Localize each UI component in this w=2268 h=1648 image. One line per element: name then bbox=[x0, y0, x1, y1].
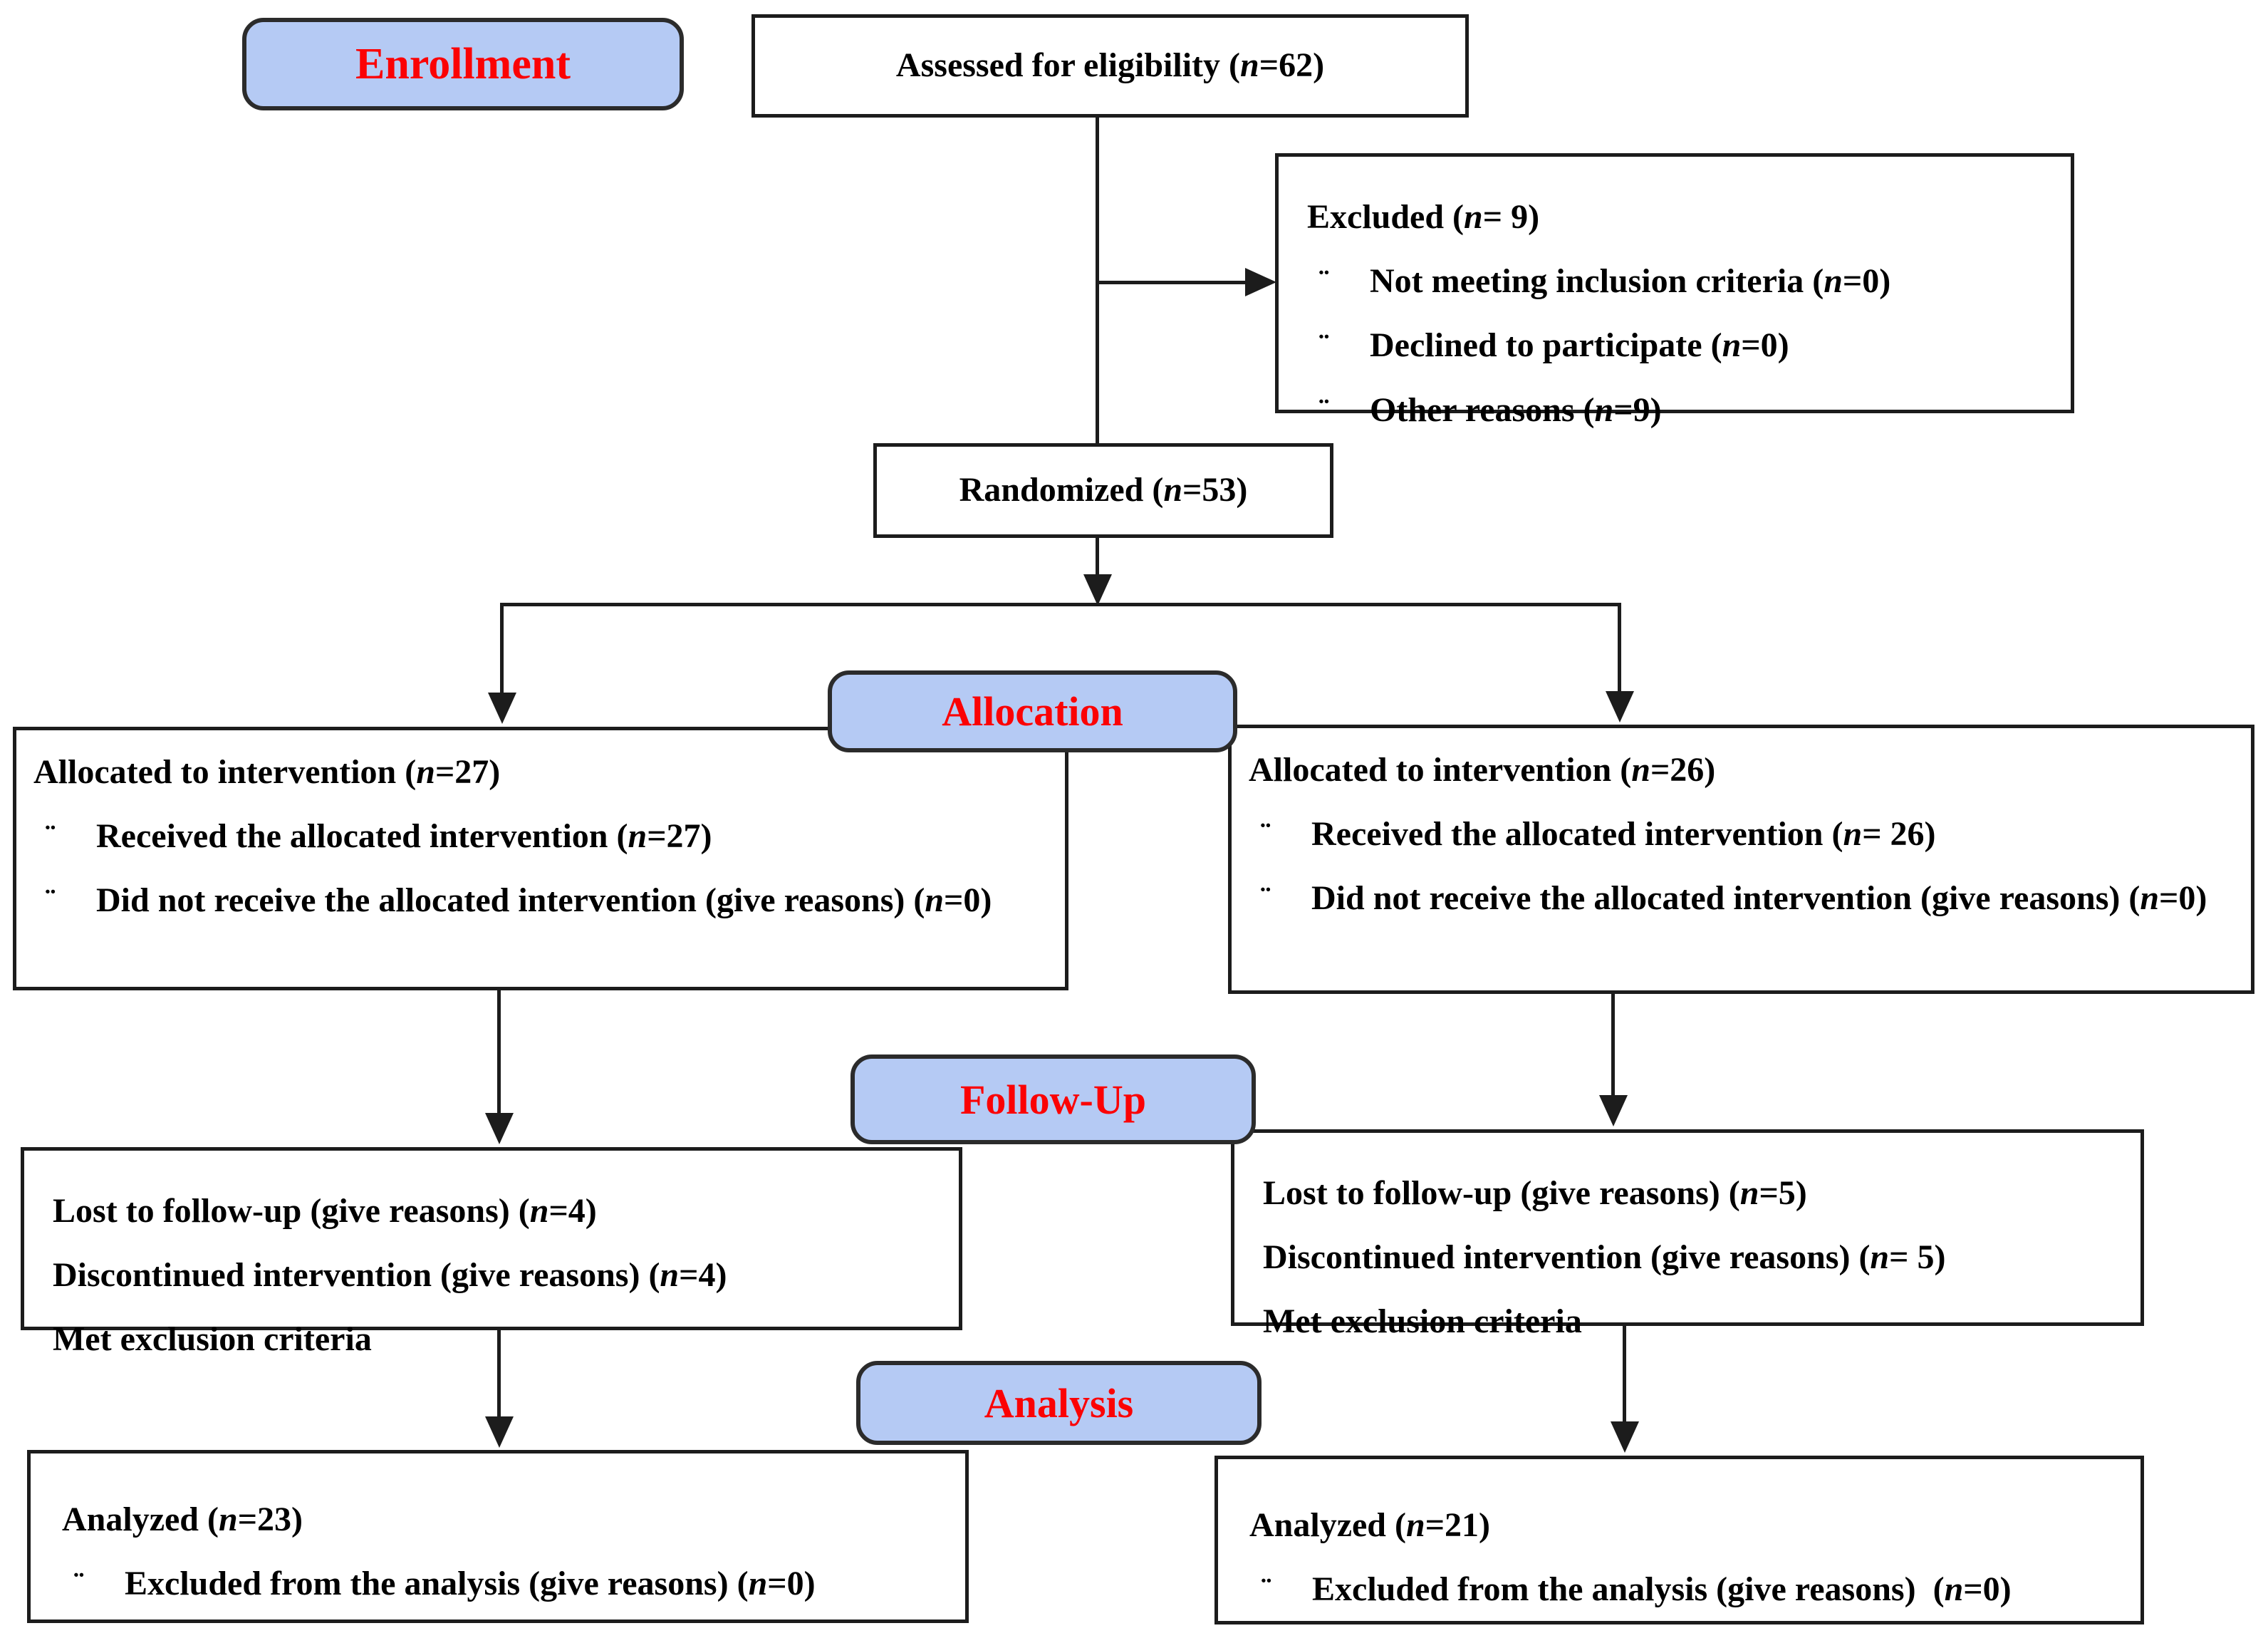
line-text: Excluded (n= 9) bbox=[1307, 198, 1540, 236]
connector-alloc-to-fu-left bbox=[497, 990, 501, 1115]
bullet-marker: ¨ bbox=[1318, 327, 1330, 364]
text-line: Discontinued intervention (give reasons)… bbox=[53, 1243, 937, 1307]
text-line: ¨ Received the allocated intervention (n=… bbox=[1249, 802, 2230, 866]
text-line: Met exclusion criteria bbox=[1263, 1290, 2119, 1354]
box-allocated-right-text: Allocated to intervention (n=26) ¨ Receive… bbox=[1232, 728, 2251, 931]
text-line: ¨ Did not receive the allocated intervent… bbox=[1249, 866, 2230, 931]
line-text: Excluded from the analysis (give reasons… bbox=[125, 1565, 816, 1603]
box-randomized: Randomized (n=53) bbox=[873, 443, 1333, 538]
text-line: ¨ Did not receive the allocated intervent… bbox=[33, 869, 1044, 933]
connector-assessed-to-randomized bbox=[1096, 118, 1099, 443]
bullet-marker: ¨ bbox=[1318, 263, 1330, 300]
arrowhead-down-alloc-right-icon bbox=[1606, 691, 1634, 722]
text-line: Randomized (n=53) bbox=[959, 458, 1248, 522]
text-line: Assessed for eligibility (n=62) bbox=[896, 33, 1324, 98]
connector-to-excluded bbox=[1097, 281, 1248, 284]
text-line: Met exclusion criteria bbox=[53, 1307, 937, 1372]
box-excluded: Excluded (n= 9) ¨ Not meeting inclusion cr… bbox=[1275, 153, 2074, 429]
connector-alloc-to-fu-right bbox=[1611, 994, 1615, 1097]
bullet-marker: ¨ bbox=[1318, 391, 1330, 428]
text-line: ¨ Excluded from the analysis (give reason… bbox=[62, 1552, 944, 1616]
line-text: Did not receive the allocated interventi… bbox=[1311, 879, 2207, 918]
line-text: Analyzed (n=21) bbox=[1249, 1506, 1491, 1544]
connector-fu-to-analysis-right bbox=[1623, 1326, 1626, 1424]
box-followup-left-text: Lost to follow-up (give reasons) (n=4) Di… bbox=[24, 1151, 959, 1372]
bullet-marker: ¨ bbox=[1261, 1571, 1272, 1608]
stage-label-followup-text: Follow-Up bbox=[960, 1076, 1146, 1123]
line-text: Not meeting inclusion criteria (n=0) bbox=[1370, 262, 1891, 301]
arrowhead-down-analysis-left-icon bbox=[485, 1416, 514, 1448]
connector-randomized-to-split bbox=[1096, 538, 1099, 579]
line-text: Declined to participate (n=0) bbox=[1370, 326, 1789, 365]
line-text: Met exclusion criteria bbox=[1263, 1302, 1582, 1341]
arrowhead-right-excluded-icon bbox=[1245, 268, 1276, 296]
arrowhead-down-analysis-right-icon bbox=[1611, 1421, 1639, 1453]
stage-label-analysis: Analysis bbox=[856, 1361, 1262, 1445]
text-line: Analyzed (n=21) bbox=[1249, 1493, 2119, 1558]
stage-label-analysis-text: Analysis bbox=[984, 1379, 1134, 1426]
box-assessed-text: Assessed for eligibility (n=62) bbox=[896, 33, 1324, 98]
stage-label-allocation: Allocation bbox=[828, 670, 1237, 752]
line-text: Received the allocated intervention (n= … bbox=[1311, 815, 1936, 854]
arrowhead-down-split-icon bbox=[1083, 574, 1112, 606]
line-text: Received the allocated intervention (n=2… bbox=[96, 817, 712, 856]
text-line: Allocated to intervention (n=27) bbox=[33, 740, 1044, 804]
line-text: Randomized (n=53) bbox=[959, 471, 1248, 509]
box-analyzed-right-text: Analyzed (n=21) ¨ Excluded from the analys… bbox=[1218, 1459, 2140, 1622]
line-text: Lost to follow-up (give reasons) (n=4) bbox=[53, 1192, 597, 1230]
text-line: Allocated to intervention (n=26) bbox=[1249, 738, 2230, 802]
box-analyzed-right: Analyzed (n=21) ¨ Excluded from the analys… bbox=[1214, 1456, 2144, 1624]
line-text: Analyzed (n=23) bbox=[62, 1501, 303, 1538]
bullet-marker: ¨ bbox=[73, 1565, 85, 1602]
stage-label-allocation-text: Allocation bbox=[942, 688, 1123, 735]
line-text: Met exclusion criteria bbox=[53, 1320, 372, 1359]
text-line: ¨ Excluded from the analysis (give reason… bbox=[1249, 1558, 2119, 1622]
box-allocated-left: Allocated to intervention (n=27) ¨ Receive… bbox=[13, 727, 1068, 990]
line-text: Other reasons (n=9) bbox=[1370, 390, 1662, 429]
box-assessed-for-eligibility: Assessed for eligibility (n=62) bbox=[751, 14, 1469, 118]
text-line: ¨ Other reasons (n=9) bbox=[1307, 378, 2042, 442]
connector-fu-to-analysis-left bbox=[497, 1330, 501, 1419]
stage-label-enrollment: Enrollment bbox=[242, 18, 684, 110]
text-line: Lost to follow-up (give reasons) (n=4) bbox=[53, 1179, 937, 1243]
line-text: Discontinued intervention (give reasons)… bbox=[1263, 1238, 1946, 1277]
bullet-marker: ¨ bbox=[45, 818, 56, 855]
connector-split-to-alloc-right bbox=[1618, 603, 1621, 694]
arrowhead-down-fu-left-icon bbox=[485, 1113, 514, 1144]
bullet-marker: ¨ bbox=[45, 882, 56, 919]
stage-label-followup: Follow-Up bbox=[850, 1054, 1256, 1144]
line-text: Discontinued intervention (give reasons)… bbox=[53, 1256, 727, 1295]
line-text: Excluded from the analysis (give reasons… bbox=[1312, 1570, 2012, 1609]
connector-split-horizontal bbox=[500, 603, 1621, 606]
arrowhead-down-fu-right-icon bbox=[1599, 1095, 1628, 1126]
box-followup-left: Lost to follow-up (give reasons) (n=4) Di… bbox=[21, 1147, 962, 1358]
stage-label-enrollment-text: Enrollment bbox=[355, 39, 571, 88]
line-text: Lost to follow-up (give reasons) (n=5) bbox=[1263, 1174, 1807, 1212]
bullet-marker: ¨ bbox=[1260, 880, 1271, 917]
box-analyzed-left: Analyzed (n=23) ¨ Excluded from the analys… bbox=[27, 1450, 969, 1623]
text-line: ¨ Declined to participate (n=0) bbox=[1307, 313, 2042, 378]
text-line: Excluded (n= 9) bbox=[1307, 185, 2042, 249]
text-line: ¨ Received the allocated intervention (n=… bbox=[33, 804, 1044, 869]
box-randomized-text: Randomized (n=53) bbox=[959, 458, 1248, 522]
line-text: Assessed for eligibility (n=62) bbox=[895, 46, 1325, 85]
text-line: Lost to follow-up (give reasons) (n=5) bbox=[1263, 1161, 2119, 1225]
connector-split-to-alloc-left bbox=[500, 603, 504, 695]
arrowhead-down-alloc-left-icon bbox=[488, 693, 516, 724]
line-text: Allocated to intervention (n=26) bbox=[1249, 751, 1716, 789]
text-line: Analyzed (n=23) bbox=[62, 1488, 944, 1552]
box-analyzed-left-text: Analyzed (n=23) ¨ Excluded from the analys… bbox=[31, 1453, 965, 1616]
text-line: Discontinued intervention (give reasons)… bbox=[1263, 1225, 2119, 1290]
line-text: Allocated to intervention (n=27) bbox=[33, 753, 501, 791]
box-allocated-right: Allocated to intervention (n=26) ¨ Receive… bbox=[1228, 725, 2254, 994]
line-text: Did not receive the allocated interventi… bbox=[96, 881, 992, 920]
box-followup-right-text: Lost to follow-up (give reasons) (n=5) Di… bbox=[1234, 1133, 2140, 1354]
text-line: ¨ Not meeting inclusion criteria (n=0) bbox=[1307, 249, 2042, 313]
bullet-marker: ¨ bbox=[1260, 816, 1271, 853]
box-followup-right: Lost to follow-up (give reasons) (n=5) Di… bbox=[1231, 1129, 2144, 1340]
box-excluded-text: Excluded (n= 9) ¨ Not meeting inclusion cr… bbox=[1279, 157, 2071, 442]
box-allocated-left-text: Allocated to intervention (n=27) ¨ Receive… bbox=[16, 730, 1065, 933]
